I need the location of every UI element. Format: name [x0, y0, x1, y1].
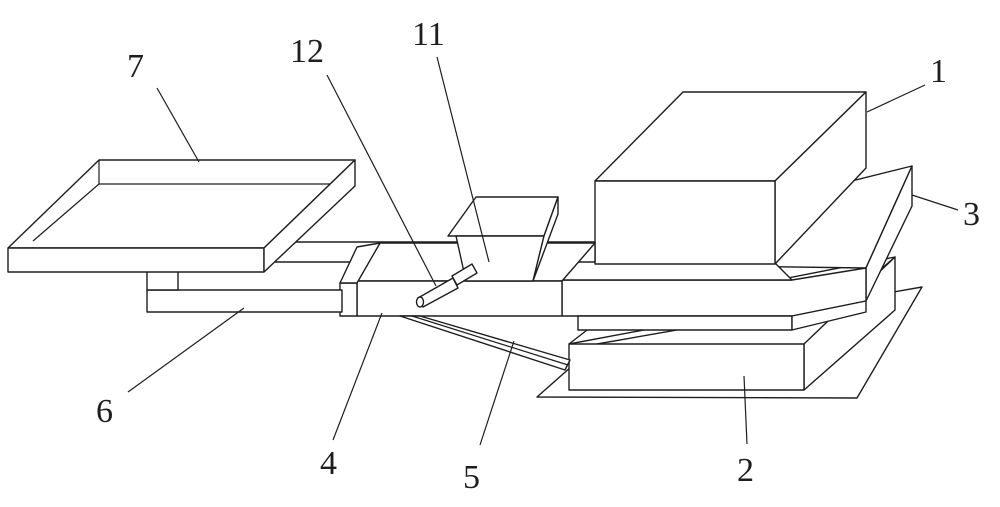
leader-lines	[127, 56, 959, 446]
callout-7: 7	[127, 48, 144, 85]
tray	[7, 159, 356, 273]
leader-12	[326, 74, 437, 287]
callout-labels: 1 2 3 4 5 6 7 11 12	[96, 16, 980, 496]
callout-2: 2	[737, 452, 754, 489]
leader-11	[436, 56, 490, 263]
slant-braces	[399, 315, 571, 371]
leader-4	[332, 312, 383, 441]
leader-6	[127, 307, 245, 393]
leader-1	[866, 84, 926, 113]
callout-12: 12	[290, 33, 324, 70]
valve	[415, 263, 478, 308]
callout-3: 3	[963, 196, 980, 233]
leader-7	[156, 87, 200, 163]
leader-2	[743, 375, 748, 445]
callout-11: 11	[412, 16, 445, 53]
callout-5: 5	[463, 459, 480, 496]
callout-1: 1	[930, 53, 947, 90]
main-housing	[594, 91, 867, 265]
leader-5	[479, 340, 515, 446]
callout-6: 6	[96, 393, 113, 430]
callout-4: 4	[320, 445, 337, 482]
leader-3	[911, 194, 959, 211]
